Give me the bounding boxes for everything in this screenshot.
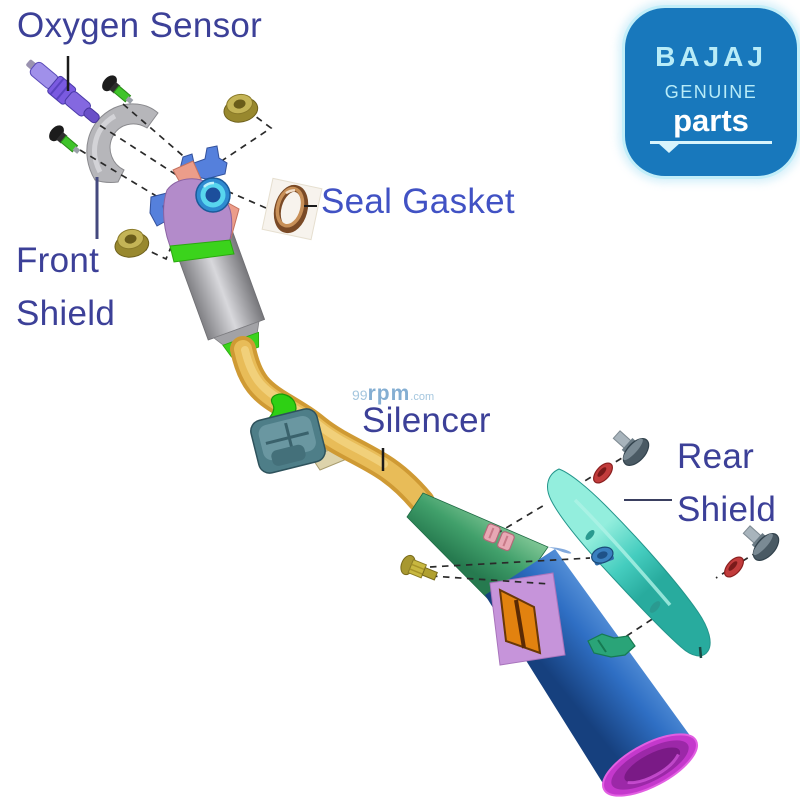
shield-bolt-1 <box>612 430 650 466</box>
shield-washer-2 <box>724 556 744 578</box>
badge-brand-text: BAJAJ <box>655 41 767 72</box>
shield-nut-blue <box>591 546 614 566</box>
silencer-end-cap <box>602 733 698 797</box>
watermark-num: 99 <box>352 387 368 403</box>
badge-underline-arrow-icon <box>650 141 772 153</box>
hex-bolt-yellow <box>400 554 438 581</box>
rear-shield-label: Rear Shield <box>677 430 776 536</box>
silencer-label: Silencer <box>362 401 491 440</box>
badge-genuine-text: GENUINE <box>664 82 758 102</box>
hanger-mount-box <box>250 408 326 474</box>
exhaust-port <box>195 177 231 213</box>
oxygen-sensor-part <box>26 59 100 124</box>
silencer-body <box>485 547 698 797</box>
badge-parts-text: parts <box>673 103 749 138</box>
pipe-clamp-pink <box>482 523 515 552</box>
heat-shield-patch <box>489 572 566 666</box>
oxygen-sensor-label: Oxygen Sensor <box>17 6 263 45</box>
bajaj-genuine-parts-badge: BAJAJ GENUINE parts <box>625 8 797 176</box>
rear-shield-label-line2: Shield <box>677 490 777 529</box>
mounting-screw-2 <box>49 125 81 154</box>
watermark-name: rpm <box>367 382 411 405</box>
shield-washer-1 <box>593 462 613 484</box>
mounting-screw-1 <box>102 75 134 104</box>
flange-nut-2 <box>114 228 150 258</box>
front-shield-label-line2: Shield <box>16 294 116 333</box>
green-band <box>169 239 235 263</box>
rear-shield-part <box>547 468 711 659</box>
seal-gasket-part <box>261 177 323 241</box>
shield-bolt-2 <box>742 525 780 561</box>
watermark-tld: .com <box>410 391 435 403</box>
front-shield-part <box>86 103 159 183</box>
rear-shield-label-line1: Rear <box>677 437 755 476</box>
front-shield-label: Front Shield <box>16 234 115 340</box>
front-shield-label-line1: Front <box>16 241 100 280</box>
bracket-teal <box>587 633 636 658</box>
seal-gasket-label: Seal Gasket <box>321 182 515 221</box>
callout-lines <box>66 56 672 501</box>
flange-nut-1 <box>223 93 259 123</box>
header-flange-assembly <box>149 145 240 263</box>
watermark: 99 rpm .com <box>352 382 434 406</box>
